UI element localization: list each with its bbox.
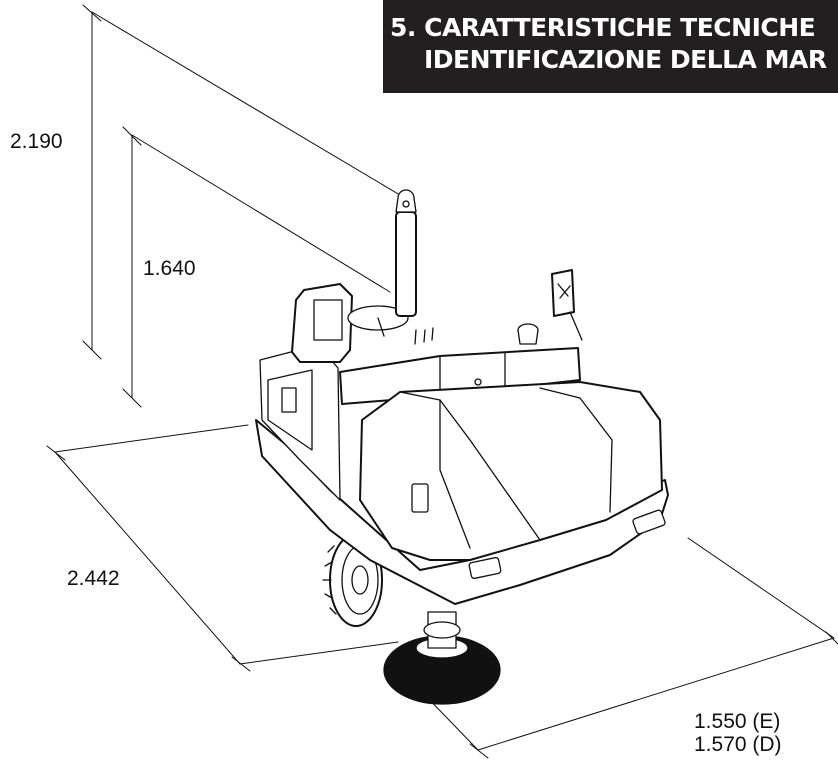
section-title: 5. CARATTERISTICHE TECNICHE — [390, 13, 816, 42]
length-label: 2.442 — [67, 567, 120, 590]
overall-height-label: 2.190 — [10, 130, 63, 153]
width-e-label: 1.550 (E) — [694, 710, 781, 733]
dimension-lines — [46, 4, 838, 759]
section-subtitle: IDENTIFICAZIONE DELLA MAR — [424, 45, 827, 74]
width-d-label: 1.570 (D) — [694, 733, 782, 756]
machine-body — [255, 189, 669, 605]
seat-height-label: 1.640 — [143, 257, 196, 280]
side-brush — [383, 611, 501, 705]
section-header: 5. CARATTERISTICHE TECNICHE IDENTIFICAZI… — [383, 0, 838, 93]
